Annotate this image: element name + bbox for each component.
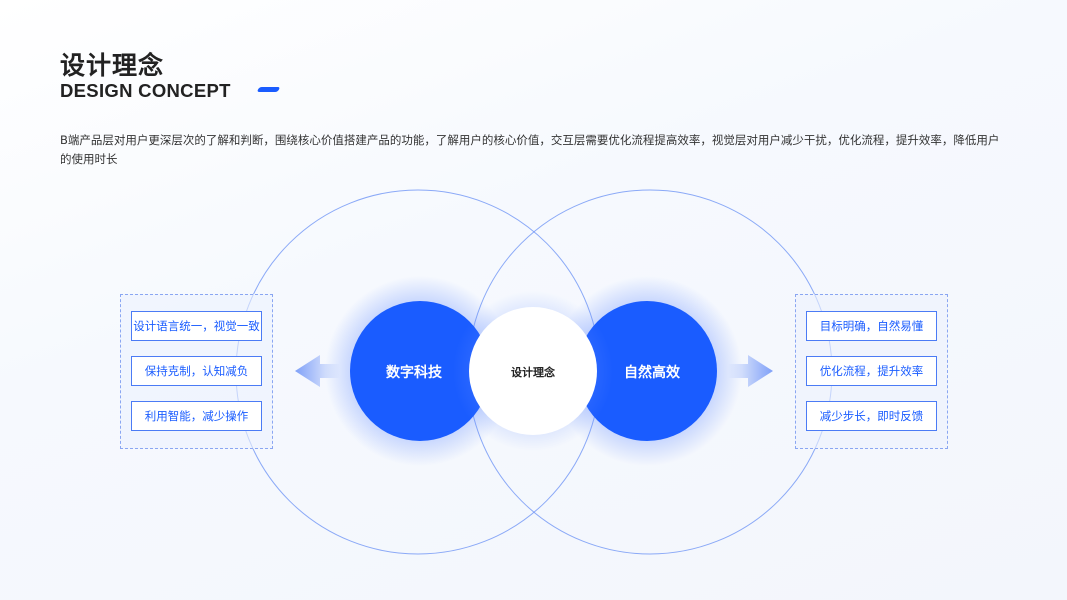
center-label: 设计理念 [511,366,555,379]
list-item: 目标明确，自然易懂 [806,311,937,341]
page-subtitle: DESIGN CONCEPT [60,80,231,101]
list-item: 设计语言统一，视觉一致 [131,311,262,341]
circle-label-left: 数字科技 [386,365,442,381]
page-title: 设计理念 [60,51,165,80]
list-item: 保持克制，认知减负 [131,356,262,386]
left-panel: 设计语言统一，视觉一致 保持克制，认知减负 利用智能，减少操作 [120,294,273,449]
list-item: 减少步长，即时反馈 [806,401,937,431]
right-panel: 目标明确，自然易懂 优化流程，提升效率 减少步长，即时反馈 [795,294,948,449]
circle-label-right: 自然高效 [624,365,680,381]
list-item: 利用智能，减少操作 [131,401,262,431]
arrow-left-icon [295,355,340,387]
arrow-right-icon [728,355,773,387]
blue-circle-right [577,301,717,441]
blue-circle-left [350,301,490,441]
description: B端产品层对用户更深层次的了解和判断，围绕核心价值搭建产品的功能，了解用户的核心… [60,133,1000,166]
list-item: 优化流程，提升效率 [806,356,937,386]
center-circle [469,307,597,435]
